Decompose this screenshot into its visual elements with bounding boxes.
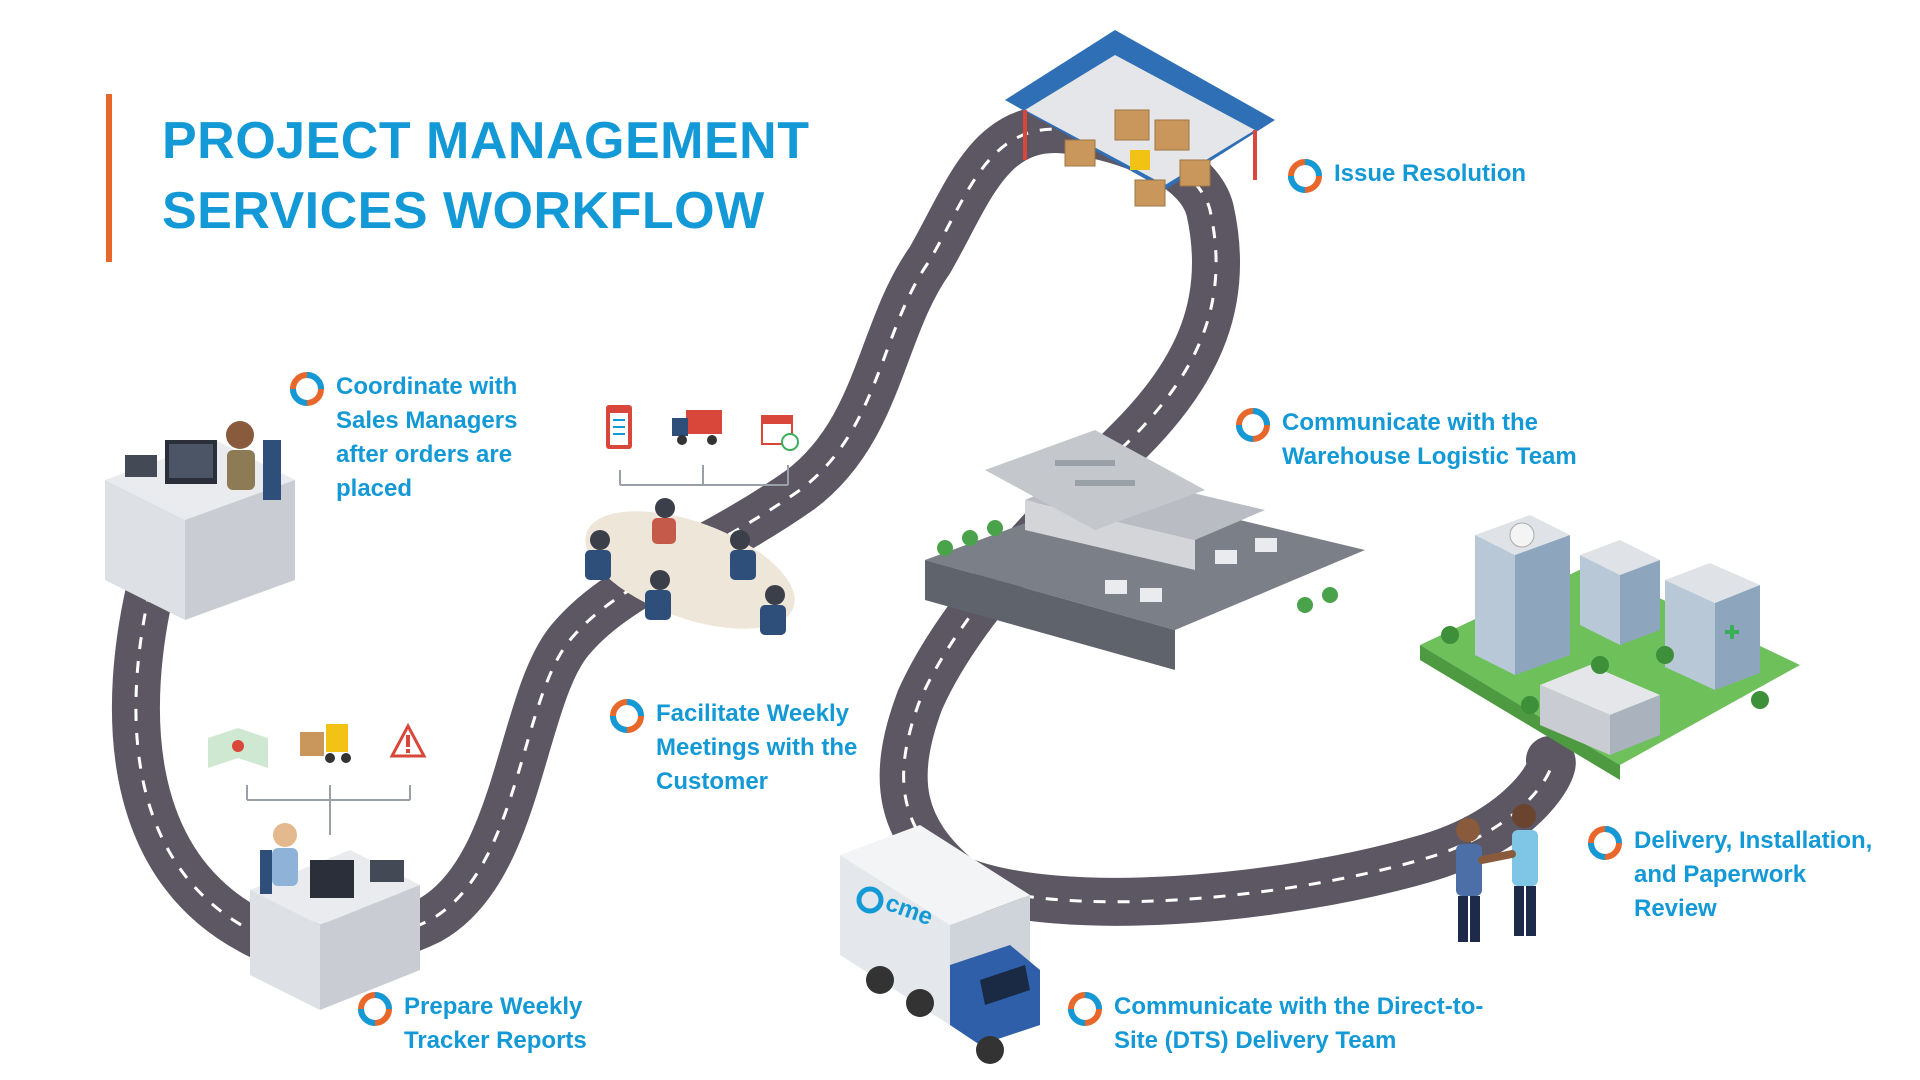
office-desk-icon [105, 421, 295, 620]
lifebuoy-marker-icon [1236, 408, 1270, 442]
clipboard-icon [606, 405, 632, 449]
lifebuoy-marker-icon [1288, 159, 1322, 193]
hospital-campus-icon [1420, 515, 1800, 780]
storage-warehouse-icon [1005, 30, 1275, 207]
meeting-icon-cluster [606, 405, 799, 486]
page-title-line-2: SERVICES WORKFLOW [162, 182, 765, 240]
step-label: Communicate with the Direct-to- Site (DT… [1114, 993, 1484, 1054]
forklift-icon [300, 724, 351, 763]
lifebuoy-marker-icon [1588, 826, 1622, 860]
step-warehouse: Communicate with the Warehouse Logistic … [1236, 406, 1577, 474]
lifebuoy-marker-icon [290, 372, 324, 406]
step-label: Communicate with the Warehouse Logistic … [1282, 409, 1577, 470]
step-label: Delivery, Installation, and Paperwork Re… [1634, 827, 1873, 922]
step-facilitate: Facilitate Weekly Meetings with the Cust… [610, 697, 857, 799]
meeting-table-icon [585, 498, 795, 635]
tracker-icon-cluster [208, 722, 427, 835]
page-title: PROJECT MANAGEMENT SERVICES WORKFLOW [162, 106, 809, 246]
step-label: Prepare Weekly Tracker Reports [404, 993, 587, 1054]
box-truck-icon: cme [840, 825, 1040, 1064]
step-prepare: Prepare Weekly Tracker Reports [358, 990, 587, 1058]
lifebuoy-marker-icon [1068, 992, 1102, 1026]
step-issue: Issue Resolution [1288, 157, 1526, 193]
page-title-line-1: PROJECT MANAGEMENT [162, 112, 810, 170]
step-coordinate: Coordinate with Sales Managers after ord… [290, 370, 517, 506]
step-label: Coordinate with Sales Managers after ord… [336, 373, 518, 502]
map-icon [208, 728, 268, 768]
step-dts: Communicate with the Direct-to- Site (DT… [1068, 990, 1483, 1058]
step-label: Facilitate Weekly Meetings with the Cust… [656, 700, 858, 795]
office-desk-icon-2 [250, 823, 420, 1010]
step-delivery: Delivery, Installation, and Paperwork Re… [1588, 824, 1872, 926]
title-accent-bar [106, 94, 112, 262]
step-label: Issue Resolution [1334, 160, 1527, 187]
lifebuoy-marker-icon [610, 699, 644, 733]
distribution-center-icon [925, 430, 1365, 670]
lifebuoy-marker-icon [358, 992, 392, 1026]
calendar-icon [761, 415, 799, 451]
delivery-truck-icon [672, 410, 722, 445]
warning-icon [389, 722, 427, 758]
road-network [111, 105, 1576, 971]
handshake-icon [1456, 804, 1538, 942]
